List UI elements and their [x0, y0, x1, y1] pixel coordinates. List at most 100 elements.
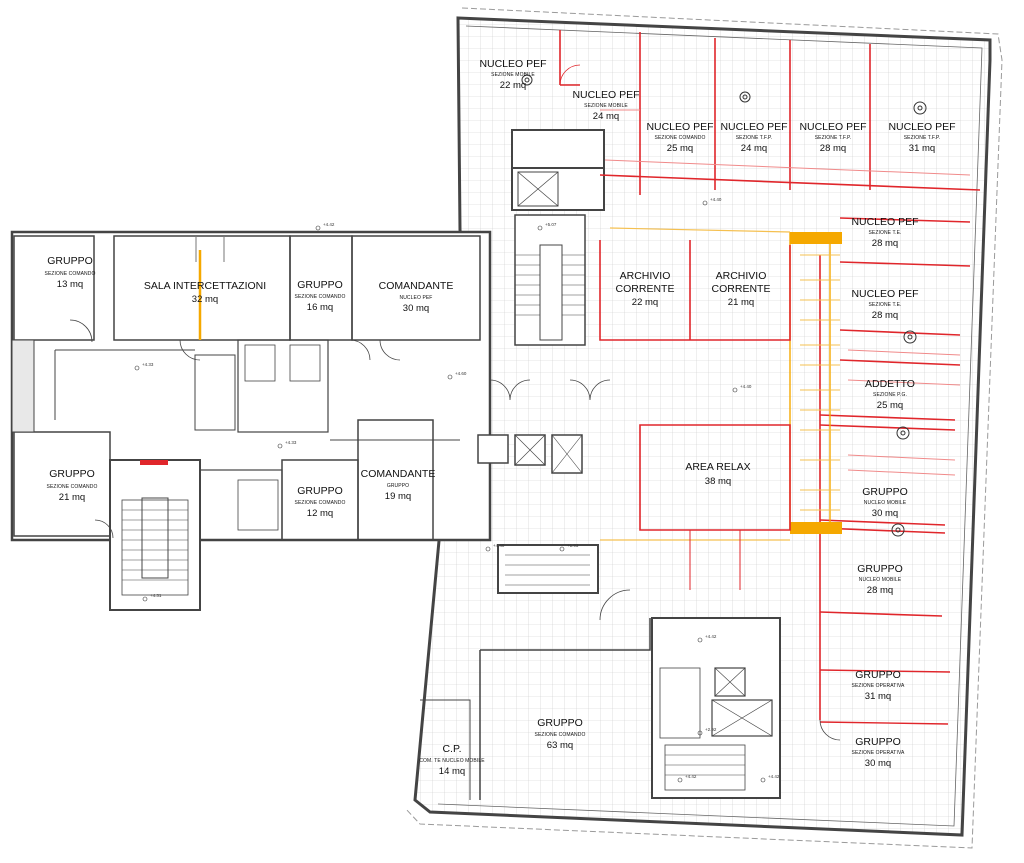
svg-text:NUCLEO PEF: NUCLEO PEF — [646, 121, 713, 133]
svg-text:+4.60: +4.60 — [455, 371, 467, 376]
room-gruppo-12: GRUPPO SEZIONE COMANDO 12 mq — [295, 485, 346, 519]
svg-text:31 mq: 31 mq — [865, 691, 891, 702]
svg-text:SEZIONE OPERATIVA: SEZIONE OPERATIVA — [852, 750, 905, 756]
elevation-marker: +1.93 — [559, 543, 579, 552]
svg-text:NUCLEO PEF: NUCLEO PEF — [400, 295, 433, 301]
svg-text:28 mq: 28 mq — [872, 238, 898, 249]
svg-text:+4.40: +4.40 — [740, 384, 752, 389]
svg-text:38 mq: 38 mq — [705, 476, 731, 487]
svg-text:SEZIONE T.E.: SEZIONE T.E. — [868, 302, 901, 308]
svg-text:+4.40: +4.40 — [493, 543, 505, 548]
elevation-marker: +4.31 — [142, 593, 162, 602]
svg-text:+4.33: +4.33 — [142, 362, 154, 367]
svg-text:NUCLEO PEF: NUCLEO PEF — [888, 121, 955, 133]
svg-text:GRUPPO: GRUPPO — [537, 717, 583, 729]
svg-text:21 mq: 21 mq — [59, 492, 85, 503]
room-archivio-21: ARCHIVIO CORRENTE 21 mq — [712, 270, 771, 308]
central-core — [420, 129, 781, 800]
room-nucleo-31: NUCLEO PEF SEZIONE T.F.P. 31 mq — [888, 121, 955, 154]
svg-text:GRUPPO: GRUPPO — [855, 669, 901, 681]
svg-text:+4.40: +4.40 — [710, 197, 722, 202]
svg-text:NUCLEO PEF: NUCLEO PEF — [572, 89, 639, 101]
elevation-marker: +4.42 — [315, 222, 335, 231]
svg-text:22 mq: 22 mq — [632, 297, 658, 308]
elevation-marker: +4.33 — [277, 440, 297, 449]
room-nucleo-28c: NUCLEO PEF SEZIONE T.E. 28 mq — [851, 288, 918, 321]
svg-text:GRUPPO: GRUPPO — [857, 563, 903, 575]
svg-text:ADDETTO: ADDETTO — [865, 378, 915, 390]
room-nucleo-25: NUCLEO PEF SEZIONE COMANDO 25 mq — [646, 121, 713, 154]
room-nucleo-28b: NUCLEO PEF SEZIONE T.E. 28 mq — [851, 216, 918, 249]
svg-text:+4.33: +4.33 — [285, 440, 297, 445]
svg-text:31 mq: 31 mq — [909, 143, 935, 154]
svg-text:SEZIONE COMANDO: SEZIONE COMANDO — [295, 294, 346, 300]
elevation-marker: +4.33 — [134, 362, 154, 371]
svg-text:+2.92: +2.92 — [705, 727, 717, 732]
svg-text:16 mq: 16 mq — [307, 302, 333, 313]
svg-text:+4.42: +4.42 — [705, 634, 717, 639]
svg-text:14 mq: 14 mq — [439, 766, 465, 777]
svg-text:NUCLEO MOBILE: NUCLEO MOBILE — [859, 577, 902, 583]
room-archivio-22: ARCHIVIO CORRENTE 22 mq — [616, 270, 675, 308]
elevation-marker: +4.60 — [447, 371, 467, 380]
svg-text:NUCLEO MOBILE: NUCLEO MOBILE — [864, 500, 907, 506]
svg-text:SEZIONE COMANDO: SEZIONE COMANDO — [535, 732, 586, 738]
svg-text:ARCHIVIO: ARCHIVIO — [620, 270, 671, 282]
svg-text:SEZIONE T.F.P.: SEZIONE T.F.P. — [736, 135, 773, 141]
room-gruppo-63: GRUPPO SEZIONE COMANDO 63 mq — [535, 717, 586, 751]
svg-text:GRUPPO: GRUPPO — [47, 255, 93, 267]
svg-text:SEZIONE MOBILE: SEZIONE MOBILE — [584, 103, 628, 109]
svg-text:25 mq: 25 mq — [667, 143, 693, 154]
room-cp-14: C.P. COM. TE NUCLEO MOBILE 14 mq — [419, 743, 485, 777]
svg-text:28 mq: 28 mq — [867, 585, 893, 596]
svg-text:AREA RELAX: AREA RELAX — [685, 461, 750, 473]
svg-text:SEZIONE OPERATIVA: SEZIONE OPERATIVA — [852, 683, 905, 689]
room-nucleo-24b: NUCLEO PEF SEZIONE T.F.P. 24 mq — [720, 121, 787, 154]
room-gruppo-28: GRUPPO NUCLEO MOBILE 28 mq — [857, 563, 903, 596]
svg-text:SEZIONE MOBILE: SEZIONE MOBILE — [491, 72, 535, 78]
svg-text:13 mq: 13 mq — [57, 279, 83, 290]
elevation-marker: +4.40 — [732, 384, 752, 393]
room-addetto-25: ADDETTO SEZIONE P.G. 25 mq — [865, 378, 915, 411]
svg-text:SEZIONE T.F.P.: SEZIONE T.F.P. — [815, 135, 852, 141]
svg-text:22 mq: 22 mq — [500, 80, 526, 91]
svg-text:GRUPPO: GRUPPO — [297, 279, 343, 291]
room-gruppo-31: GRUPPO SEZIONE OPERATIVA 31 mq — [852, 669, 905, 702]
svg-text:12 mq: 12 mq — [307, 508, 333, 519]
room-comandante-19: COMANDANTE GRUPPO 19 mq — [361, 468, 436, 502]
svg-text:NUCLEO PEF: NUCLEO PEF — [851, 216, 918, 228]
svg-text:GRUPPO: GRUPPO — [862, 486, 908, 498]
room-area-relax: AREA RELAX 38 mq — [685, 461, 750, 487]
svg-text:CORRENTE: CORRENTE — [616, 283, 675, 295]
room-nucleo-24a: NUCLEO PEF SEZIONE MOBILE 24 mq — [572, 89, 639, 122]
room-nucleo-28a: NUCLEO PEF SEZIONE T.F.P. 28 mq — [799, 121, 866, 154]
svg-text:+1.93: +1.93 — [567, 543, 579, 548]
svg-text:21 mq: 21 mq — [728, 297, 754, 308]
ceiling-fixtures — [521, 74, 927, 537]
svg-text:NUCLEO PEF: NUCLEO PEF — [851, 288, 918, 300]
svg-text:24 mq: 24 mq — [593, 111, 619, 122]
svg-text:ARCHIVIO: ARCHIVIO — [716, 270, 767, 282]
elevation-marker: +4.40 — [702, 197, 722, 206]
elevation-marker: +4.42 — [677, 774, 697, 783]
room-nucleo-22: NUCLEO PEF SEZIONE MOBILE 22 mq — [479, 58, 546, 91]
svg-text:NUCLEO PEF: NUCLEO PEF — [720, 121, 787, 133]
svg-text:COMANDANTE: COMANDANTE — [361, 468, 436, 480]
svg-text:SEZIONE P.G.: SEZIONE P.G. — [873, 392, 907, 398]
svg-text:SEZIONE COMANDO: SEZIONE COMANDO — [295, 500, 346, 506]
elevation-marker: +2.92 — [697, 727, 717, 736]
svg-text:+4.31: +4.31 — [150, 593, 162, 598]
svg-text:30 mq: 30 mq — [403, 303, 429, 314]
elevation-markers: +4.33 +4.60 +4.33 +5.07 +4.40 +4.40 +4.4… — [134, 197, 780, 783]
east-partitions — [559, 30, 981, 741]
room-comandante-30: COMANDANTE NUCLEO PEF 30 mq — [379, 280, 454, 314]
svg-text:GRUPPO: GRUPPO — [49, 468, 95, 480]
west-wing — [10, 230, 492, 611]
svg-text:GRUPPO: GRUPPO — [297, 485, 343, 497]
svg-text:SALA INTERCETTAZIONI: SALA INTERCETTAZIONI — [144, 280, 266, 292]
svg-text:32 mq: 32 mq — [192, 294, 218, 305]
svg-text:24 mq: 24 mq — [741, 143, 767, 154]
svg-text:+5.07: +5.07 — [545, 222, 557, 227]
room-gruppo-16: GRUPPO SEZIONE COMANDO 16 mq — [295, 279, 346, 313]
svg-text:NUCLEO PEF: NUCLEO PEF — [479, 58, 546, 70]
